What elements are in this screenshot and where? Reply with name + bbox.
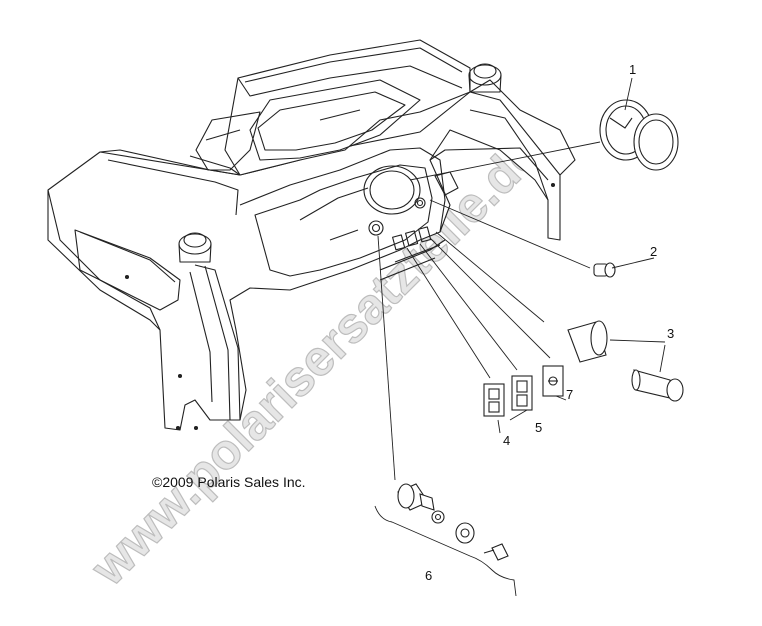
callout-labels: 1 2 3 4 5 6 7 (425, 62, 674, 583)
callout-7: 7 (566, 387, 573, 402)
callout-2: 2 (650, 244, 657, 259)
rocker-switch-4 (483, 383, 505, 417)
callout-4: 4 (503, 433, 510, 448)
callout-3: 3 (667, 326, 674, 341)
power-socket (567, 320, 684, 402)
copyright-notice: ©2009 Polaris Sales Inc. (152, 474, 306, 490)
dashboard-body (47, 39, 576, 431)
indicator-light (593, 262, 616, 278)
callout-5: 5 (535, 420, 542, 435)
switch-plate-7 (542, 365, 564, 397)
leader-lines (374, 77, 666, 597)
rocker-switch-5 (511, 375, 533, 411)
speedometer (599, 99, 679, 171)
ignition-switch (397, 483, 509, 561)
callout-6: 6 (425, 568, 432, 583)
callout-1: 1 (629, 62, 636, 77)
